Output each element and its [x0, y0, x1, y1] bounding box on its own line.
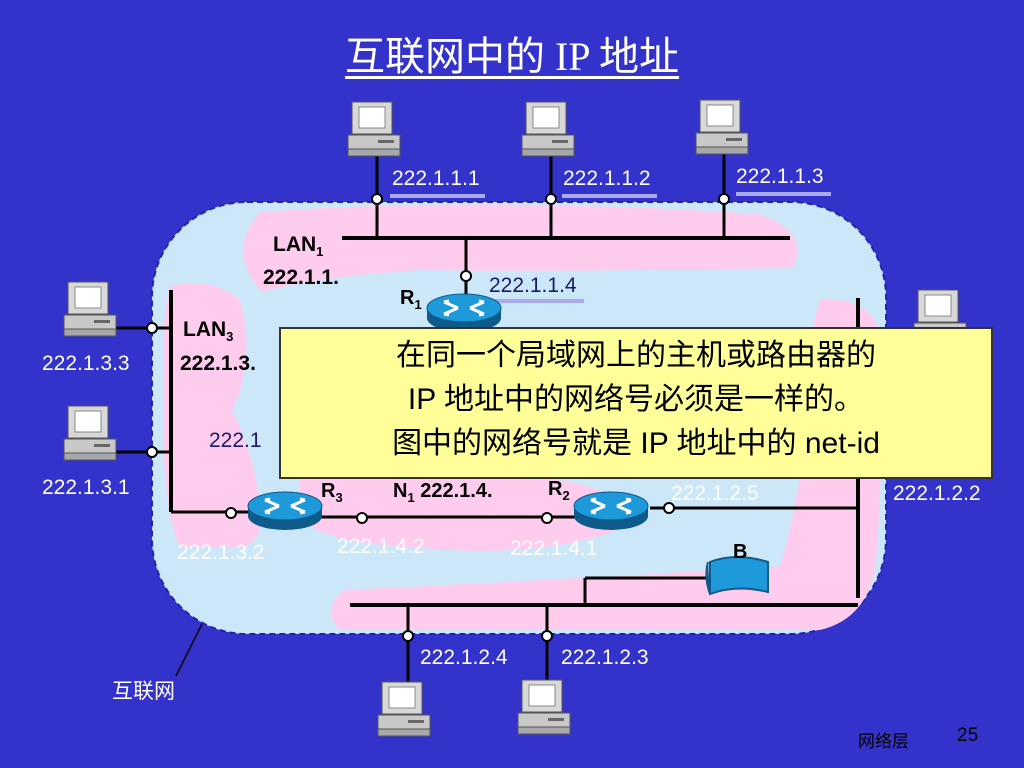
addr-222-1-1-2: 222.1.1.2 [563, 167, 651, 190]
callout-line-1: 在同一个局域网上的主机或路由器的 [396, 339, 876, 372]
page-number: 25 [957, 725, 979, 746]
host-222-1-1-3 [695, 99, 749, 155]
lan1-label: LAN1 [273, 233, 324, 260]
addr-222-1-2-2: 222.1.2.2 [893, 482, 981, 505]
addr-222-1-4-2: 222.1.4.2 [337, 535, 425, 558]
lan1-band [243, 204, 798, 292]
slide-title: 互联网中的 IP 地址 [0, 24, 1024, 82]
bridge-label: B [733, 541, 748, 563]
addr-222-1-3-3: 222.1.3.3 [42, 352, 130, 375]
host-222-1-1-2 [521, 101, 575, 157]
host-222-1-2-3 [517, 679, 571, 735]
callout-line-3: 图中的网络号就是 IP 地址中的 net-id [392, 427, 880, 460]
host-222-1-3-1 [63, 405, 117, 461]
addr-222-1-3-2: 222.1.3.2 [177, 541, 265, 564]
addr-222-1-1-1: 222.1.1.1 [392, 167, 480, 190]
callout-box: 在同一个局域网上的主机或路由器的 IP 地址中的网络号必须是一样的。 图中的网络… [279, 327, 993, 479]
host-222-1-3-3 [63, 281, 117, 337]
title-text: 互联网中的 IP 地址 [344, 34, 680, 79]
addr-222-1-2-4: 222.1.2.4 [420, 646, 508, 669]
router-r3 [246, 490, 324, 532]
router-r3-label: R3 [321, 480, 343, 505]
addr-222-1-1-4: 222.1.1.4 [489, 274, 577, 297]
callout-line-2: IP 地址中的网络号必须是一样的。 [407, 383, 865, 416]
lan3-label: LAN3 [183, 318, 234, 345]
n1-label: N1 222.1.4. [393, 480, 493, 505]
addr-222-1-2-5: 222.1.2.5 [671, 482, 759, 505]
footer-section: 网络层 [858, 732, 909, 752]
lan3-band [162, 283, 262, 548]
host-222-1-1-1 [347, 101, 401, 157]
lan3-network: 222.1.3. [180, 352, 256, 375]
internet-label: 互联网 [112, 679, 175, 703]
host-222-1-2-4 [377, 681, 431, 737]
router-r2 [572, 490, 650, 532]
lan1-network: 222.1.1. [263, 266, 339, 289]
addr-222-1-2-3: 222.1.2.3 [561, 646, 649, 669]
bridge-b-icon [705, 556, 769, 596]
router-r1-label: R1 [400, 287, 422, 312]
addr-222-1-3-1: 222.1.3.1 [42, 476, 130, 499]
n1-band [300, 474, 640, 551]
addr-222-1-4-1: 222.1.4.1 [510, 537, 598, 560]
addr-222-1-1-3: 222.1.1.3 [736, 165, 824, 188]
router-r2-label: R2 [548, 478, 570, 503]
addr-222-1-partial: 222.1 [209, 429, 262, 452]
